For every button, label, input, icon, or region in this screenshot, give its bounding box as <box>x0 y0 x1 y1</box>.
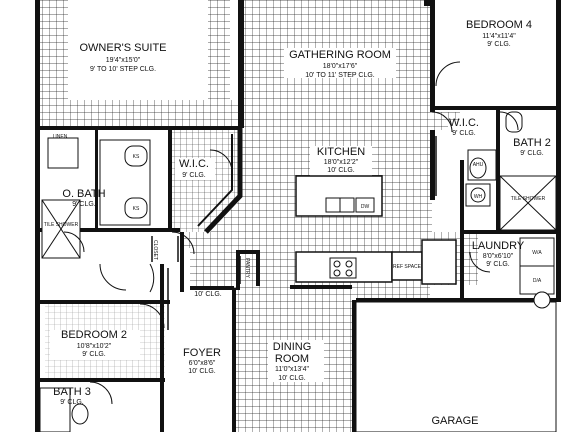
bath3-label: BATH 3 <box>53 386 91 398</box>
wic-diagonal <box>197 128 243 234</box>
bath3-ceiling: 9' CLG. <box>60 399 84 406</box>
gathering-room-ceiling: 10' TO 11' STEP CLG. <box>305 72 375 79</box>
ahu-label: AHU <box>473 162 484 168</box>
tile-shower-2-label: TILE SHOWER <box>511 196 546 202</box>
foyer-label: FOYER <box>183 347 221 359</box>
laundry-ceiling: 9' CLG. <box>486 261 510 268</box>
gathering-room-dim: 18'0"x17'6" <box>323 63 358 70</box>
owners-suite-label: OWNER'S SUITE <box>79 42 166 54</box>
garage-label: GARAGE <box>431 415 478 427</box>
label-backdrops <box>50 0 560 432</box>
bedroom4-ceiling: 9' CLG. <box>487 41 511 48</box>
hall-ceiling-label: 10' CLG. <box>194 291 221 298</box>
wic-right-label: W.I.C. <box>449 117 479 129</box>
wic-label: W.I.C. <box>179 158 209 170</box>
gathering-room-label: GATHERING ROOM <box>289 49 391 61</box>
pantry-label: PANTRY <box>244 258 250 278</box>
bedroom4-dim: 11'4"x11'4" <box>482 33 516 40</box>
dr-label: D/A <box>533 278 542 284</box>
owners-suite-dim: 19'4"x15'0" <box>106 57 141 64</box>
dw-label: DW <box>361 204 370 210</box>
wa-label: W/A <box>532 250 542 256</box>
kitchen-ceiling: 10' CLG. <box>327 167 354 174</box>
bedroom2-dim: 10'8"x10'2" <box>77 343 112 350</box>
linen-label: LINEN <box>53 134 68 140</box>
wic-right-ceiling: 9' CLG. <box>452 130 476 137</box>
door-swings <box>63 61 519 405</box>
laundry-label: LAUNDRY <box>472 240 525 252</box>
wh-label: WH <box>474 194 483 200</box>
dining-label-1: DINING <box>273 341 312 353</box>
dining-ceiling: 10' CLG. <box>278 375 305 382</box>
obath-ceiling: 9' CLG. <box>72 201 96 208</box>
foyer-ceiling: 10' CLG. <box>188 368 215 375</box>
dining-label-2: ROOM <box>275 353 309 365</box>
walls <box>35 0 561 432</box>
foyer-dim: 6'0"x8'6" <box>189 360 216 367</box>
kitchen-label: KITCHEN <box>317 146 365 158</box>
dining-dim: 11'0"x13'4" <box>275 366 309 373</box>
fixture-labels: LINEN CLOSET PANTRY 10' CLG. TILE SHOWER… <box>44 134 546 298</box>
ks2-label: KS <box>133 206 140 212</box>
bedroom2-label: BEDROOM 2 <box>61 329 127 341</box>
closet-shelves <box>151 136 437 330</box>
laundry-dim: 8'0"x6'10" <box>483 253 514 260</box>
kitchen-dim: 18'0"x12'2" <box>324 159 359 166</box>
closet-label: CLOSET <box>152 240 158 260</box>
ks-label: KS <box>133 154 140 160</box>
obath-label: O. BATH <box>62 188 105 200</box>
bedroom2-ceiling: 9' CLG. <box>82 351 106 358</box>
kitchen-counter <box>295 239 457 285</box>
ref-space-label: REF SPACE <box>393 264 422 270</box>
bath2-label: BATH 2 <box>513 137 551 149</box>
garage <box>355 291 557 432</box>
room-labels: OWNER'S SUITE 19'4"x15'0" 9' TO 10' STEP… <box>53 19 551 427</box>
wic-ceiling: 9' CLG. <box>182 172 206 179</box>
owners-suite-ceiling: 9' TO 10' STEP CLG. <box>90 66 156 73</box>
bedroom4-label: BEDROOM 4 <box>466 19 532 31</box>
tile-shower-label: TILE SHOWER <box>44 222 79 228</box>
bath2-ceiling: 9' CLG. <box>520 150 544 157</box>
kitchen-island <box>295 175 383 217</box>
